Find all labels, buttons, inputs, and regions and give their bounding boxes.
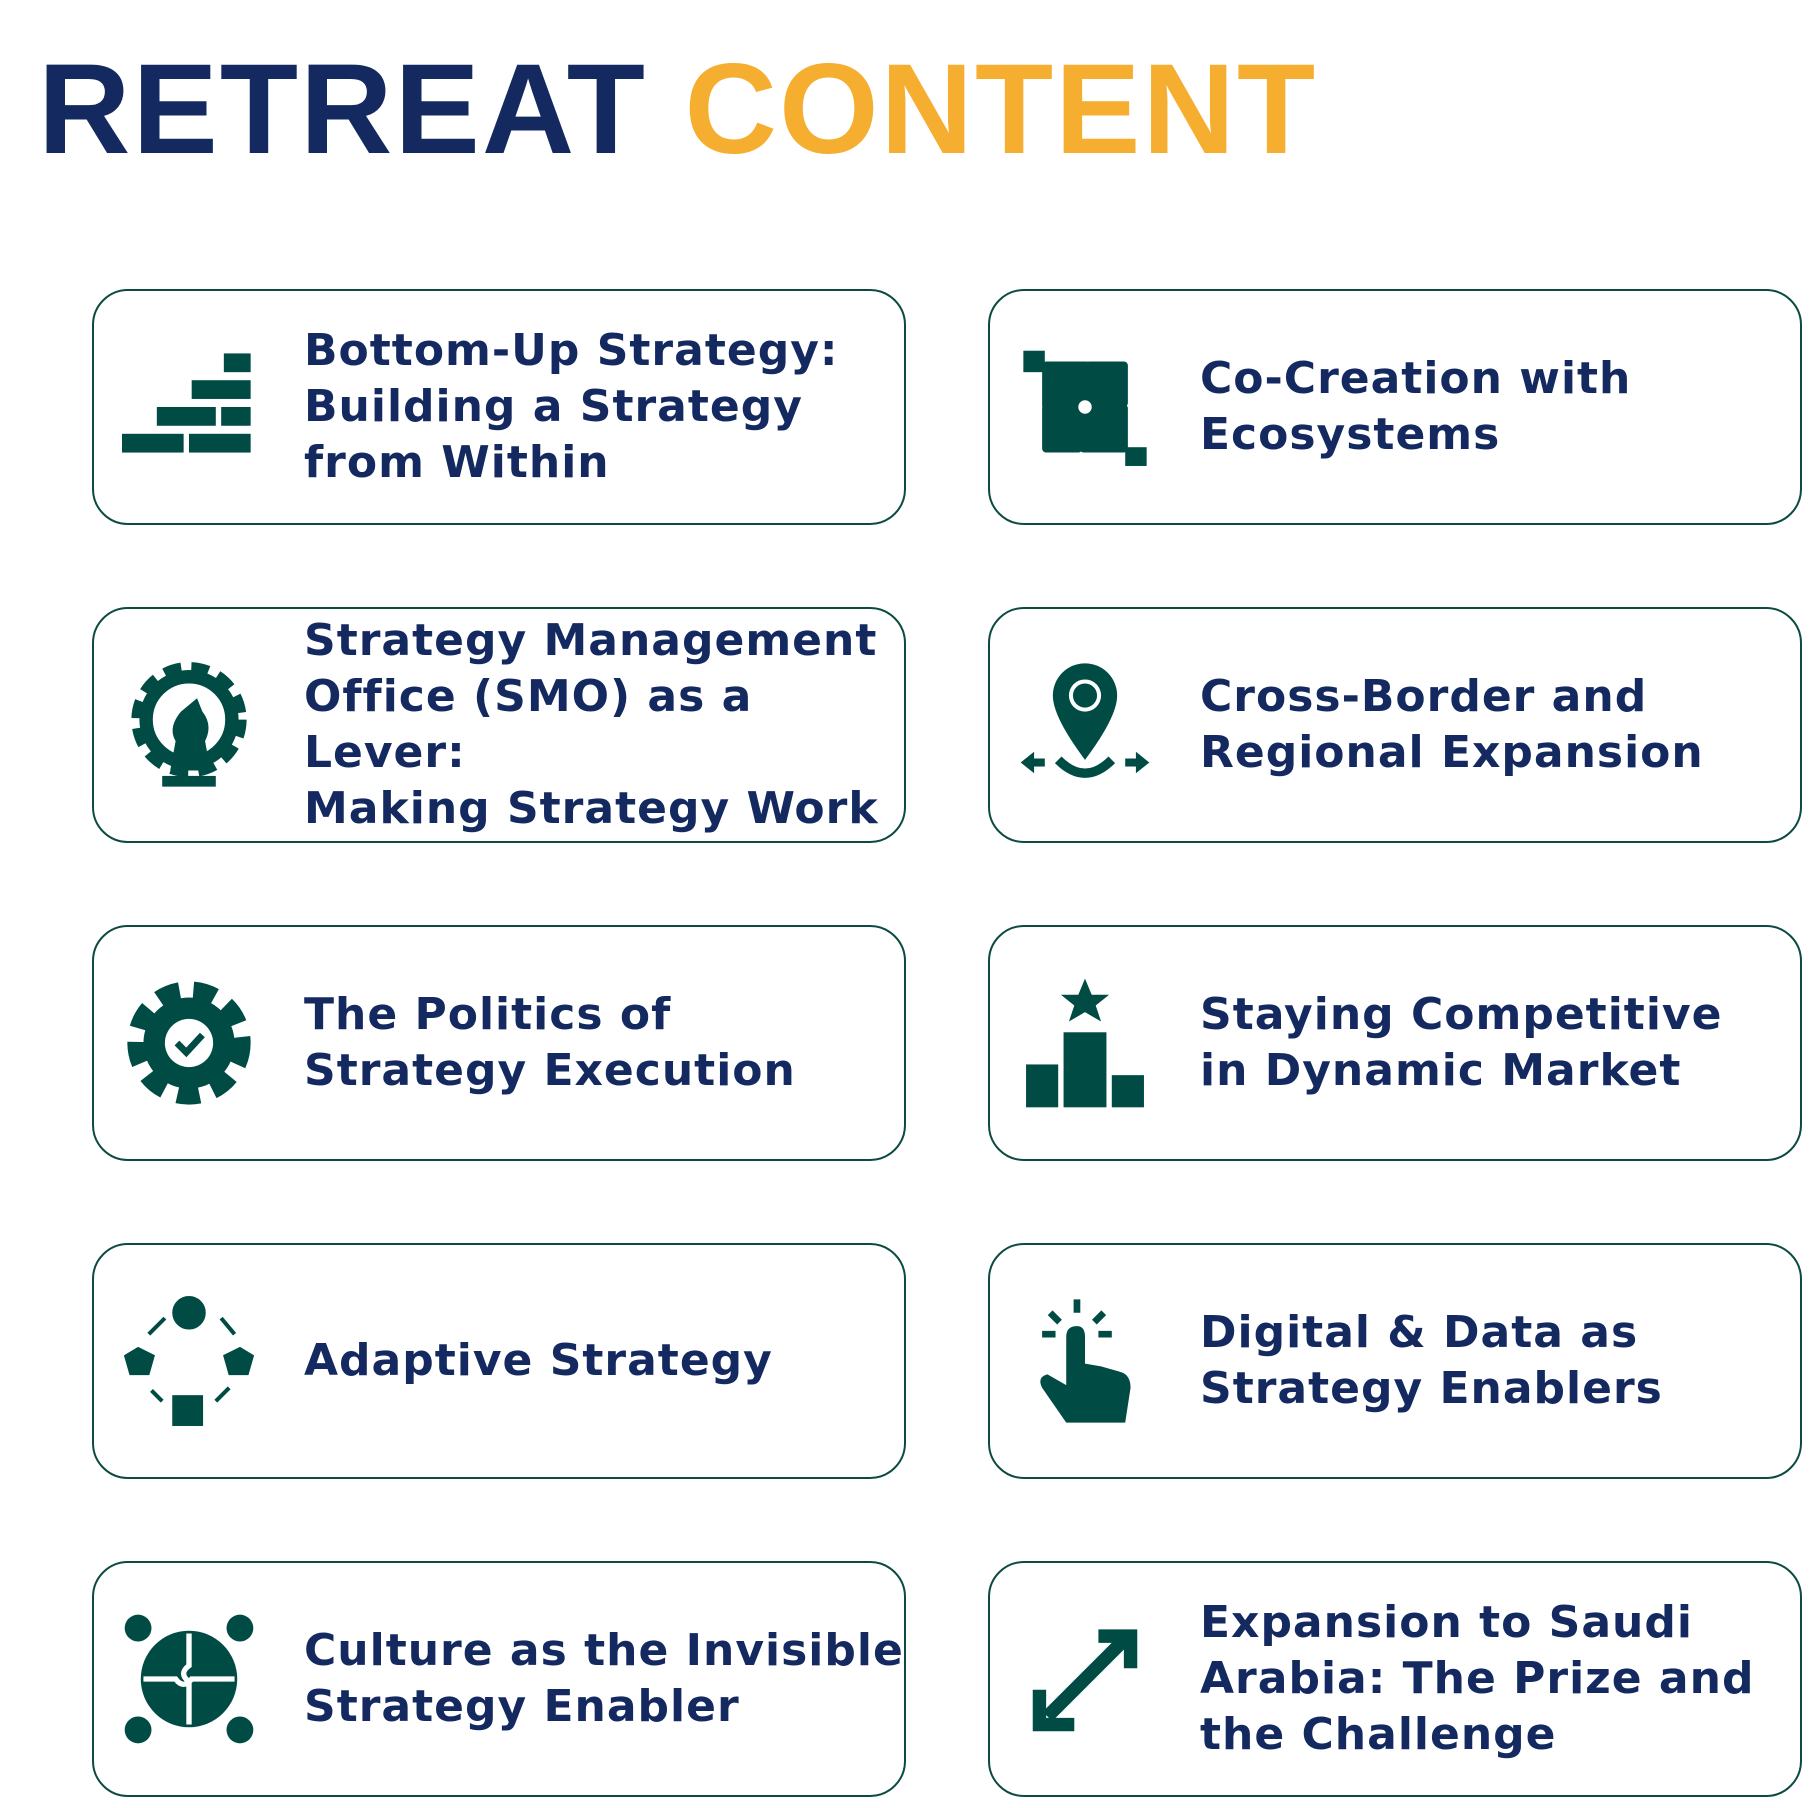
location-pin-arrows-icon [1018, 658, 1152, 792]
card-label: Adaptive Strategy [304, 1335, 773, 1386]
card-label: Culture as the Invisible Strategy Enable… [304, 1625, 904, 1732]
card-adaptive-strategy: Adaptive Strategy [92, 1243, 906, 1479]
gear-chess-knight-icon [122, 658, 256, 792]
puzzle-hands-icon [1018, 340, 1152, 474]
expand-arrows-icon [1018, 1612, 1152, 1746]
card-label: The Politics of Strategy Execution [304, 989, 796, 1096]
card-label: Strategy Management Office (SMO) as a Le… [304, 615, 879, 834]
cycle-shapes-icon [122, 1294, 256, 1428]
card-politics: The Politics of Strategy Execution [92, 925, 906, 1161]
card-label: Cross-Border and Regional Expansion [1200, 671, 1704, 778]
card-label: Co-Creation with Ecosystems [1200, 353, 1632, 460]
bricks-stairs-icon [122, 340, 256, 474]
card-staying-competitive: Staying Competitive in Dynamic Market [988, 925, 1802, 1161]
card-co-creation: Co-Creation with Ecosystems [988, 289, 1802, 525]
card-cross-border: Cross-Border and Regional Expansion [988, 607, 1802, 843]
card-saudi-expansion: Expansion to Saudi Arabia: The Prize and… [988, 1561, 1802, 1797]
card-label: Bottom-Up Strategy: Building a Strategy … [304, 325, 839, 488]
hand-tap-icon [1018, 1294, 1152, 1428]
card-label: Staying Competitive in Dynamic Market [1200, 989, 1723, 1096]
puzzle-people-icon [122, 1612, 256, 1746]
podium-star-icon [1018, 976, 1152, 1110]
gear-check-icon [122, 976, 256, 1110]
card-culture: Culture as the Invisible Strategy Enable… [92, 1561, 906, 1797]
card-smo: Strategy Management Office (SMO) as a Le… [92, 607, 906, 843]
card-digital-data: Digital & Data as Strategy Enablers [988, 1243, 1802, 1479]
card-label: Digital & Data as Strategy Enablers [1200, 1307, 1663, 1414]
card-bottom-up-strategy: Bottom-Up Strategy: Building a Strategy … [92, 289, 906, 525]
card-label: Expansion to Saudi Arabia: The Prize and… [1200, 1597, 1755, 1760]
page-title: RETREAT CONTENT [38, 38, 1318, 181]
